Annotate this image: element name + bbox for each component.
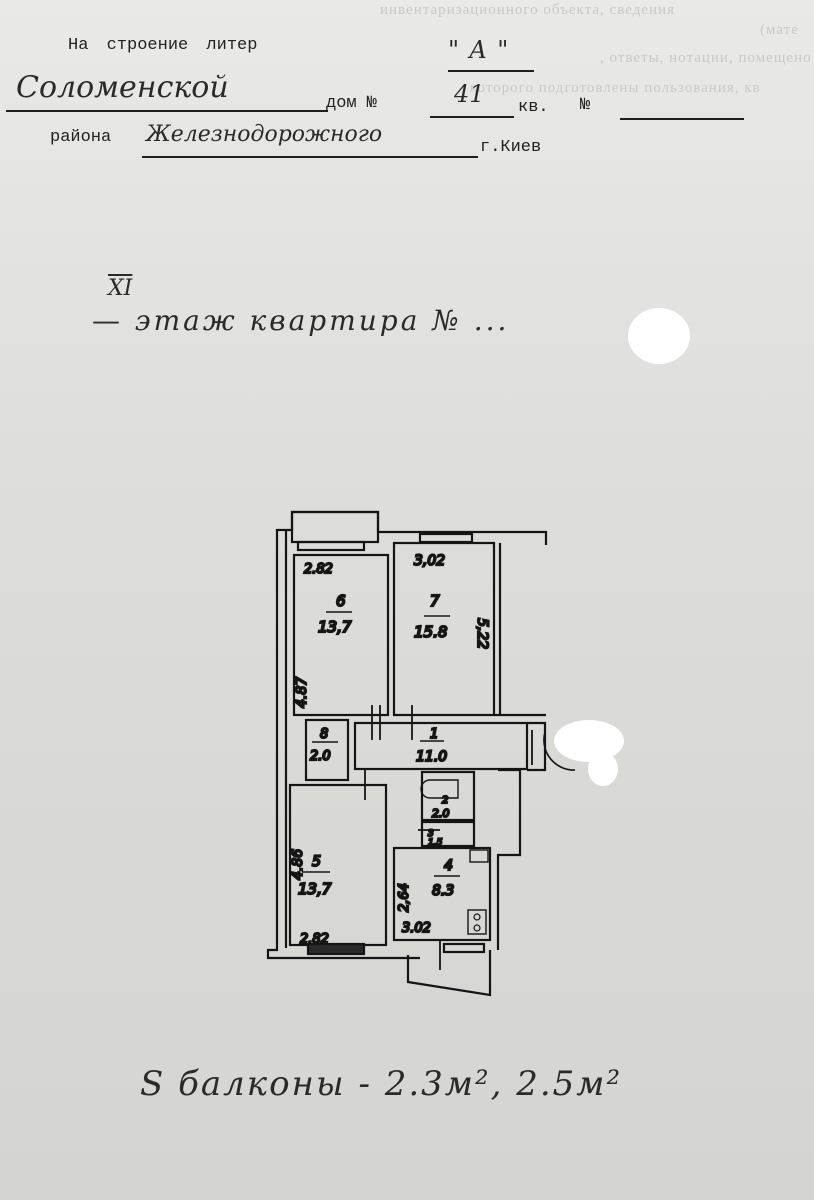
bleed-through-text: инвентаризационного объекта, сведения — [380, 2, 675, 18]
svg-text:2.82: 2.82 — [300, 932, 329, 947]
redaction-blot — [628, 308, 690, 364]
redaction-blot — [588, 752, 618, 786]
svg-text:2: 2 — [442, 795, 448, 806]
svg-text:11.0: 11.0 — [416, 749, 447, 765]
svg-text:3: 3 — [428, 829, 434, 839]
svg-text:13,7: 13,7 — [298, 880, 332, 898]
apt-underline — [620, 118, 744, 120]
street-value: Соломенской — [16, 70, 229, 105]
svg-text:1.5: 1.5 — [428, 838, 443, 848]
district-label: района — [50, 128, 112, 147]
svg-text:6: 6 — [336, 592, 346, 610]
liter-label: На строение литер — [68, 36, 258, 55]
svg-text:5,22: 5,22 — [474, 618, 490, 649]
floor-numeral: XI — [108, 276, 133, 301]
svg-text:2,64: 2,64 — [397, 883, 412, 912]
liter-value: "А" — [448, 36, 519, 64]
house-underline — [430, 116, 514, 118]
svg-text:13,7: 13,7 — [318, 618, 352, 636]
bleed-through-text: , ответы, нотации, помещено — [600, 50, 812, 66]
floor-note-text: — этаж квартира № ... — [92, 304, 510, 337]
apt-label: кв. — [518, 98, 549, 117]
bleed-through-text: которого подготовлены пользования, кв — [470, 80, 761, 96]
svg-text:4: 4 — [444, 858, 453, 874]
svg-text:2.0: 2.0 — [310, 749, 331, 764]
apt-no-label: № — [580, 96, 591, 115]
svg-text:5: 5 — [312, 854, 321, 870]
house-label: дом № — [326, 94, 378, 113]
svg-text:4.87: 4.87 — [294, 677, 310, 708]
liter-underline — [448, 70, 534, 72]
svg-text:4.86: 4.86 — [290, 849, 306, 880]
svg-text:15.8: 15.8 — [414, 623, 447, 641]
district-underline — [142, 156, 478, 158]
svg-text:1: 1 — [430, 727, 438, 742]
house-value: 41 — [454, 80, 485, 108]
city-label: г.Киев — [480, 138, 542, 157]
svg-text:2.0: 2.0 — [432, 807, 450, 820]
svg-text:2.82: 2.82 — [304, 562, 333, 577]
svg-text:8.3: 8.3 — [432, 883, 454, 899]
street-underline — [6, 110, 328, 112]
svg-text:3,02: 3,02 — [414, 553, 445, 569]
balcony-area-note: S балконы - 2.3м², 2.5м² — [140, 1064, 623, 1104]
svg-text:7: 7 — [430, 592, 440, 610]
svg-text:3.02: 3.02 — [402, 921, 431, 936]
svg-text:8: 8 — [320, 727, 328, 742]
redaction-blot — [554, 720, 624, 762]
bleed-through-text: (мате — [760, 22, 799, 38]
district-value: Железнодорожного — [146, 122, 383, 147]
